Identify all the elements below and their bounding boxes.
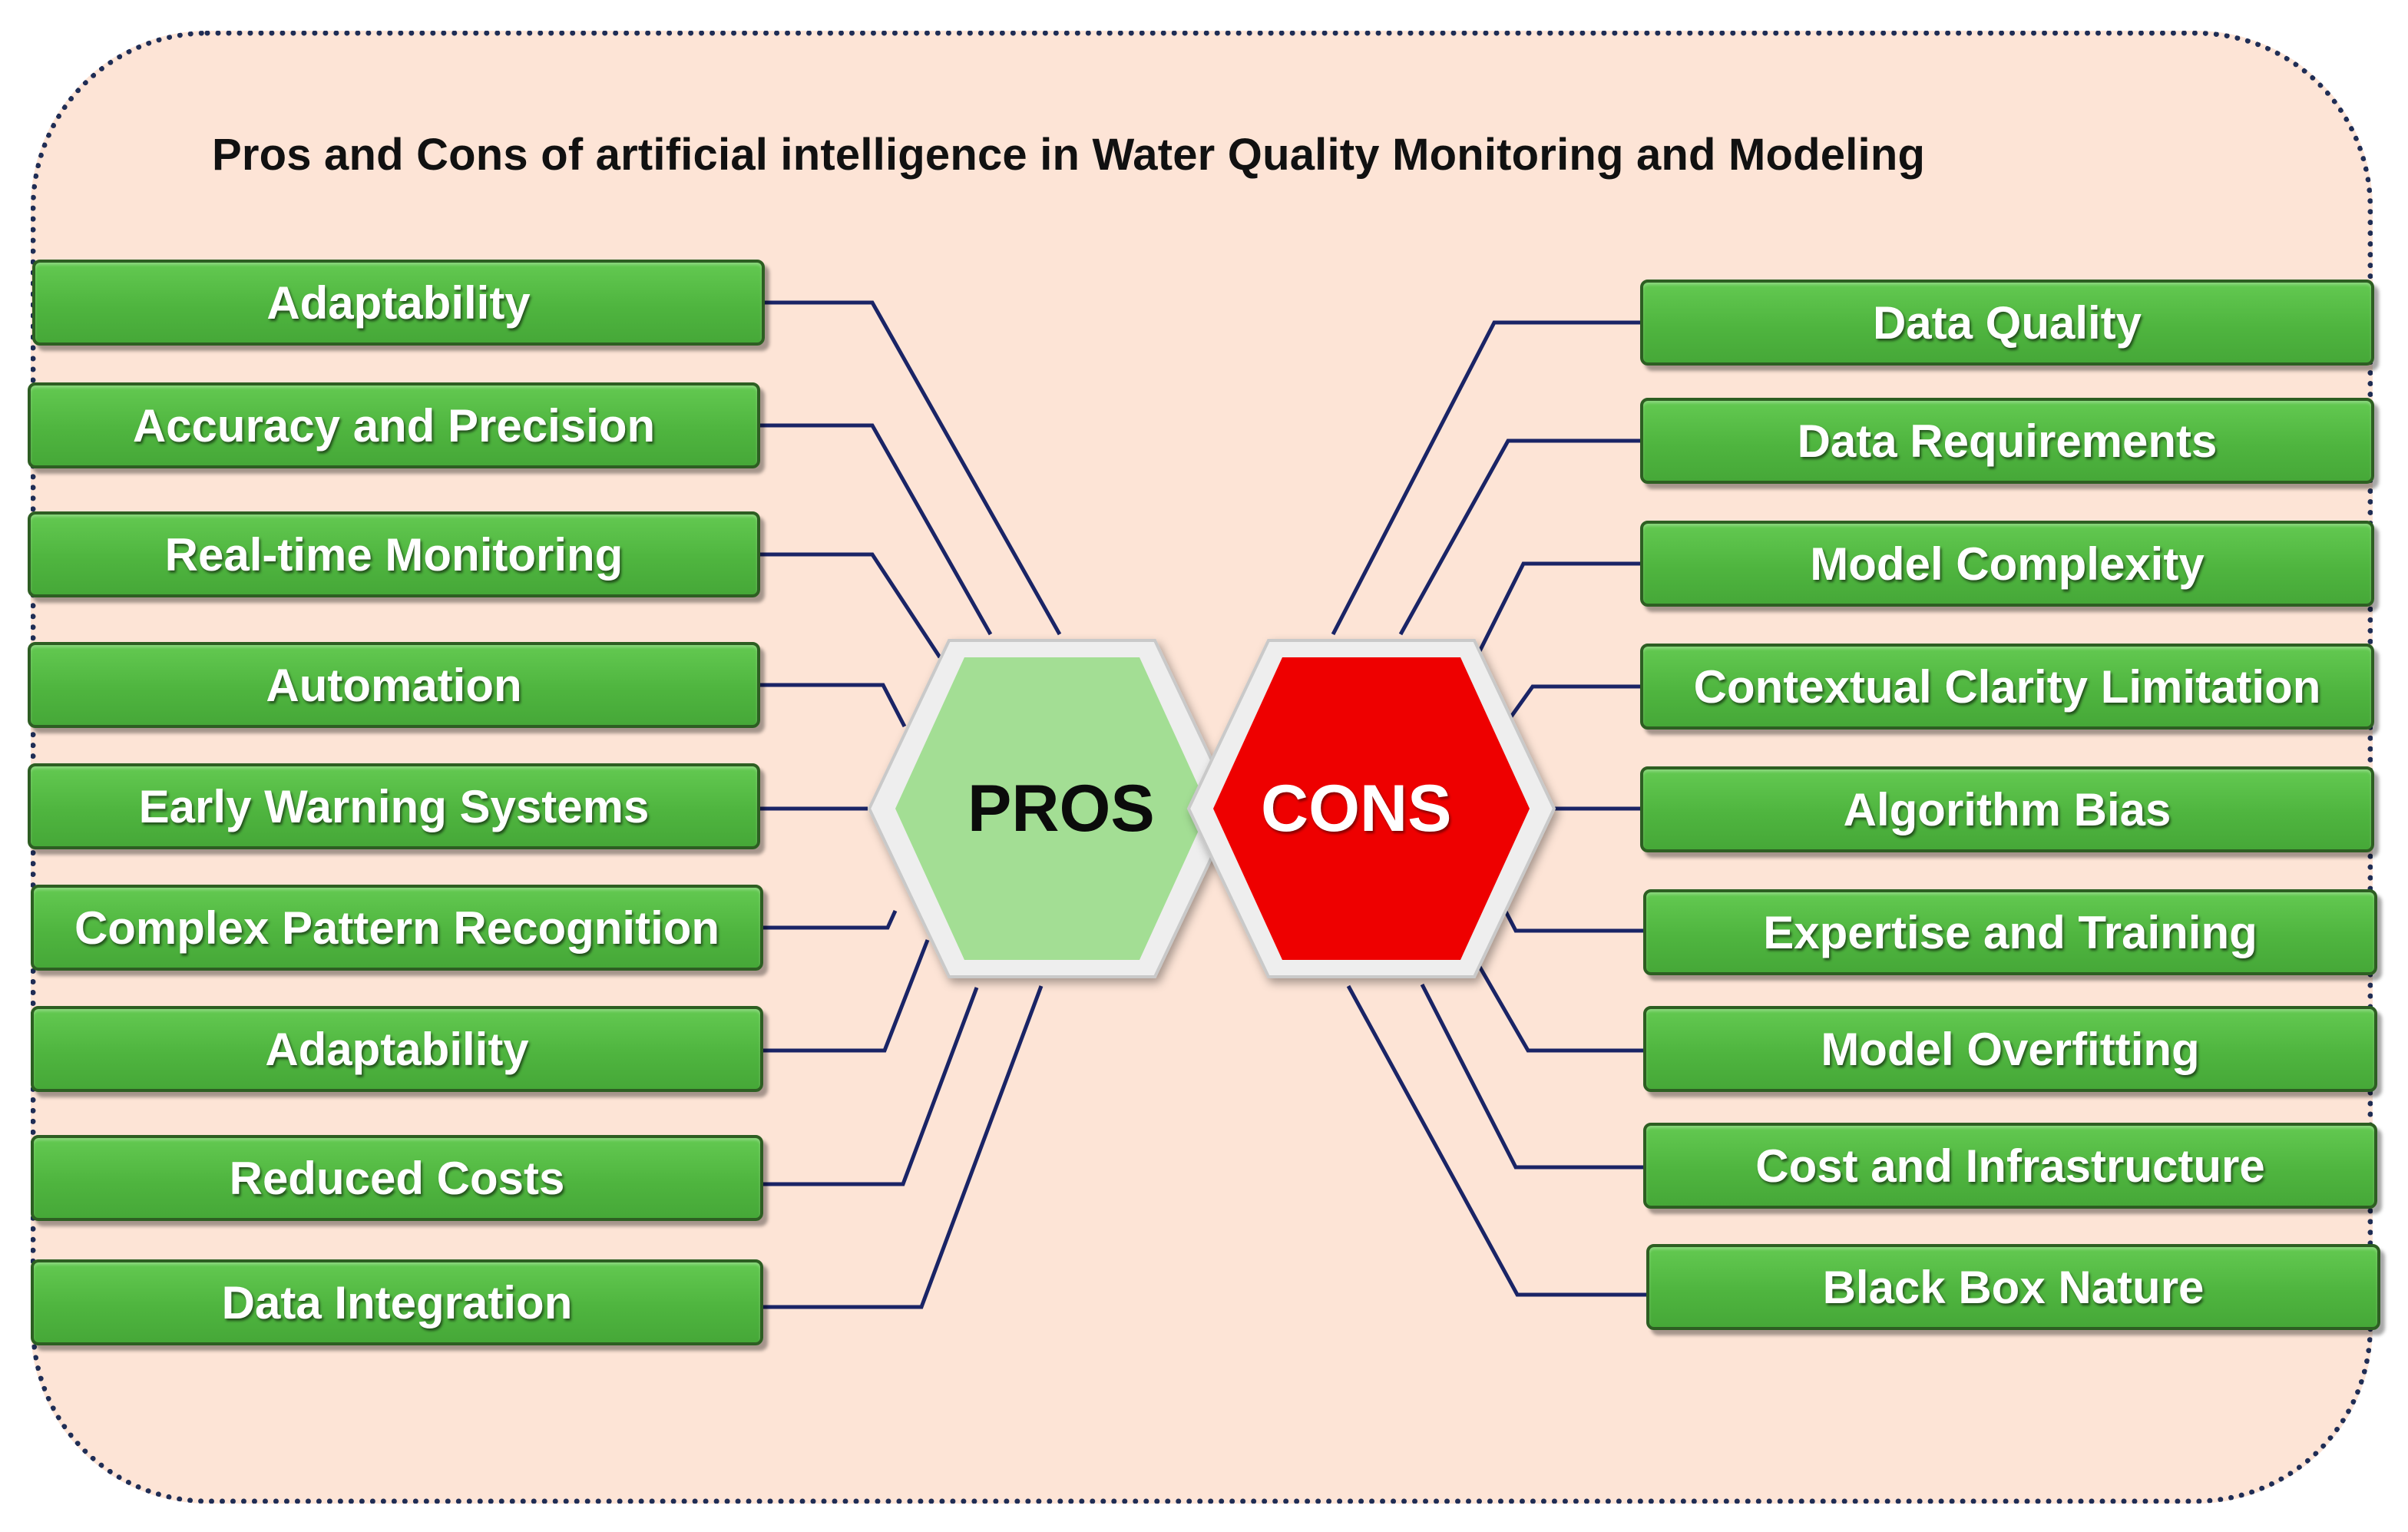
pros-item-4: Automation bbox=[28, 642, 760, 728]
pros-item-6: Complex Pattern Recognition bbox=[31, 885, 763, 971]
pros-label: PROS bbox=[968, 772, 1155, 845]
cons-item-6: Expertise and Training bbox=[1643, 889, 2377, 975]
pros-item-3: Real-time Monitoring bbox=[28, 511, 760, 597]
pros-item-5: Early Warning Systems bbox=[28, 763, 760, 849]
cons-item-8: Cost and Infrastructure bbox=[1643, 1123, 2377, 1209]
pros-connector-9 bbox=[763, 985, 1044, 1309]
cons-connector-9 bbox=[1346, 984, 1646, 1297]
cons-connector-1 bbox=[1331, 320, 1640, 636]
cons-item-9: Black Box Nature bbox=[1646, 1244, 2380, 1330]
cons-connector-3 bbox=[1463, 561, 1640, 682]
pros-hexagon bbox=[895, 657, 1209, 960]
cons-connector-7 bbox=[1463, 940, 1643, 1053]
cons-item-4: Contextual Clarity Limitation bbox=[1640, 644, 2374, 730]
pros-item-1: Adaptability bbox=[32, 260, 765, 346]
pros-connector-8 bbox=[763, 987, 979, 1186]
cons-label: CONS bbox=[1261, 772, 1452, 845]
cons-hexagon bbox=[1213, 657, 1530, 960]
pros-connector-1 bbox=[765, 300, 1062, 636]
cons-connector-8 bbox=[1420, 983, 1643, 1170]
pros-connector-7 bbox=[763, 939, 930, 1053]
cons-connector-6 bbox=[1493, 891, 1643, 933]
cons-item-1: Data Quality bbox=[1640, 280, 2374, 366]
pros-item-9: Data Integration bbox=[31, 1259, 763, 1345]
diagram-title: Pros and Cons of artificial intelligence… bbox=[212, 130, 1926, 180]
pros-connector-4 bbox=[760, 683, 907, 728]
pros-item-2: Accuracy and Precision bbox=[28, 382, 760, 468]
cons-item-5: Algorithm Bias bbox=[1640, 766, 2374, 852]
pros-item-8: Reduced Costs bbox=[31, 1135, 763, 1221]
cons-connector-2 bbox=[1398, 438, 1640, 636]
cons-item-3: Model Complexity bbox=[1640, 521, 2374, 607]
pros-connector-3 bbox=[760, 552, 942, 659]
pros-item-7: Adaptability bbox=[31, 1006, 763, 1092]
pros-connector-6 bbox=[763, 909, 898, 930]
cons-item-2: Data Requirements bbox=[1640, 398, 2374, 484]
pros-connector-2 bbox=[760, 423, 993, 636]
cons-item-7: Model Overfitting bbox=[1643, 1006, 2377, 1092]
